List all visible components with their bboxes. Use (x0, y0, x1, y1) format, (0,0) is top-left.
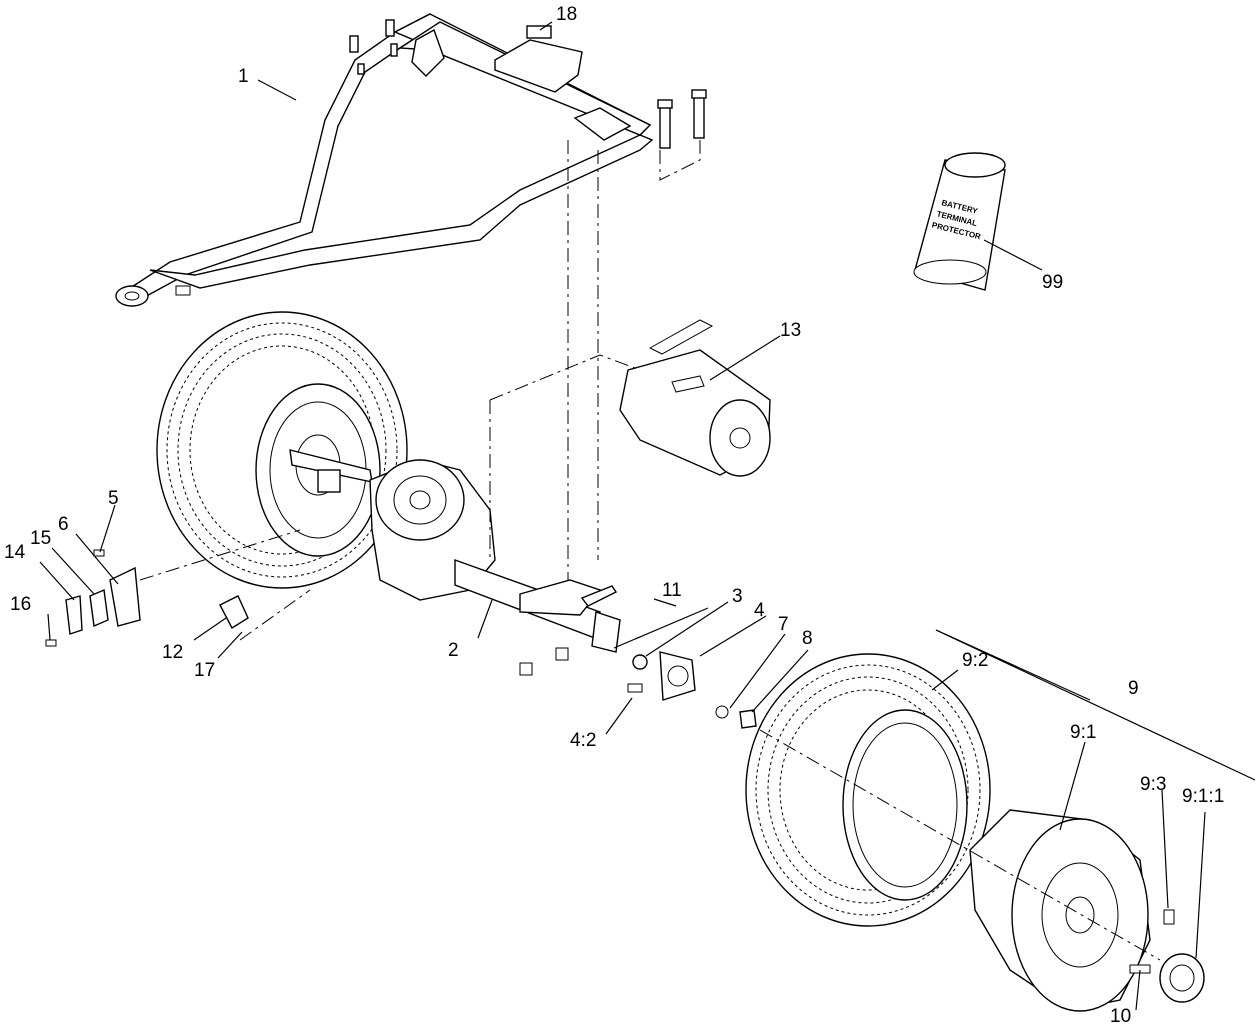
callout-7: 7 (778, 614, 789, 635)
callout-4-2: 4:2 (570, 730, 596, 751)
callout-16: 16 (10, 594, 31, 615)
callout-2: 2 (448, 640, 459, 661)
right-wheel-assembly (745, 653, 1205, 1012)
callout-17: 17 (194, 660, 215, 681)
callout-9: 9 (1128, 678, 1139, 699)
callout-4: 4 (754, 600, 765, 621)
callout-10: 10 (1110, 1006, 1131, 1027)
callout-9-1: 9:1 (1070, 722, 1096, 743)
hub-parts (613, 607, 757, 729)
left-wheel-assembly (156, 311, 408, 589)
callout-9-2: 9:2 (962, 650, 988, 671)
tow-bar-frame (115, 13, 707, 600)
callout-13: 13 (780, 320, 801, 341)
brake-parts (45, 529, 311, 647)
callout-11: 11 (662, 580, 682, 601)
callout-18: 18 (556, 4, 577, 25)
callout-9-3: 9:3 (1140, 774, 1166, 795)
callout-8: 8 (802, 628, 813, 649)
callout-14: 14 (4, 542, 26, 563)
electric-motor (489, 319, 771, 560)
callout-leaders (39, 21, 1256, 1011)
callout-99: 99 (1042, 272, 1063, 293)
callout-5: 5 (108, 488, 119, 509)
callout-15: 15 (30, 528, 51, 549)
callout-12: 12 (162, 642, 183, 663)
callout-labels: 1 2 3 4 4:2 5 6 7 8 9 9:1 9:1:1 9:2 9:3 … (4, 4, 1224, 1027)
callout-9-1-1: 9:1:1 (1182, 786, 1224, 807)
battery-terminal-protector-can: BATTERY TERMINAL PROTECTOR (913, 152, 1006, 291)
transaxle (369, 459, 621, 676)
callout-3: 3 (732, 586, 743, 607)
callout-1: 1 (238, 66, 249, 87)
callout-6: 6 (58, 514, 69, 535)
